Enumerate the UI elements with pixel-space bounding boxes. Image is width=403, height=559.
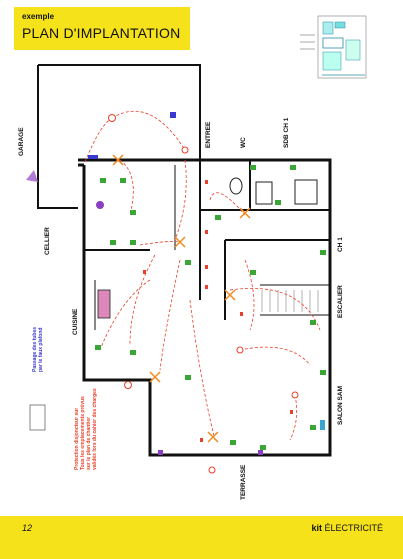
- page-title: PLAN D'IMPLANTATION: [22, 25, 181, 41]
- kit-section: ÉLECTRICITÉ: [324, 523, 383, 533]
- room-label-salon: SALON SAM: [337, 386, 344, 425]
- sanitary-fixtures: [97, 177, 318, 319]
- page-number: 12: [22, 523, 33, 533]
- room-label-cuisine: CUISINE: [72, 308, 79, 335]
- warning-note: Protection disjoncteur sur Tous les empl…: [74, 388, 98, 470]
- room-label-sdb: SDB CH 1: [283, 117, 290, 148]
- footer-bar: 12 kit ÉLECTRICITÉ: [0, 516, 403, 559]
- room-label-cellier: CELLIER: [44, 227, 51, 255]
- walls: [37, 64, 332, 457]
- kit-label: kit ÉLECTRICITÉ: [311, 523, 383, 533]
- room-label-garage: GARAGE: [18, 127, 25, 156]
- room-label-escalier: ESCALIER: [337, 285, 344, 318]
- eyebrow-label: exemple: [22, 12, 55, 21]
- outlet-markers: [26, 112, 325, 455]
- notes-frame: [29, 404, 46, 431]
- passage-note: Passage des tubes par le faux plafond: [32, 326, 44, 372]
- title-banner: exemple PLAN D'IMPLANTATION: [14, 7, 190, 50]
- room-label-entree: ENTREE: [205, 121, 212, 148]
- wall-light-icon: [108, 114, 299, 474]
- room-label-ch1: CH 1: [337, 237, 344, 252]
- room-label-wc: WC: [240, 137, 247, 148]
- kit-bold: kit: [311, 523, 322, 533]
- stairs: [261, 290, 319, 312]
- socket-icon: [95, 165, 326, 450]
- legend-thumbnail: [300, 15, 367, 79]
- ceiling-light-icon: [112, 154, 251, 443]
- switch-icon: [143, 180, 293, 442]
- room-label-terrasse: TERRASSE: [240, 464, 247, 500]
